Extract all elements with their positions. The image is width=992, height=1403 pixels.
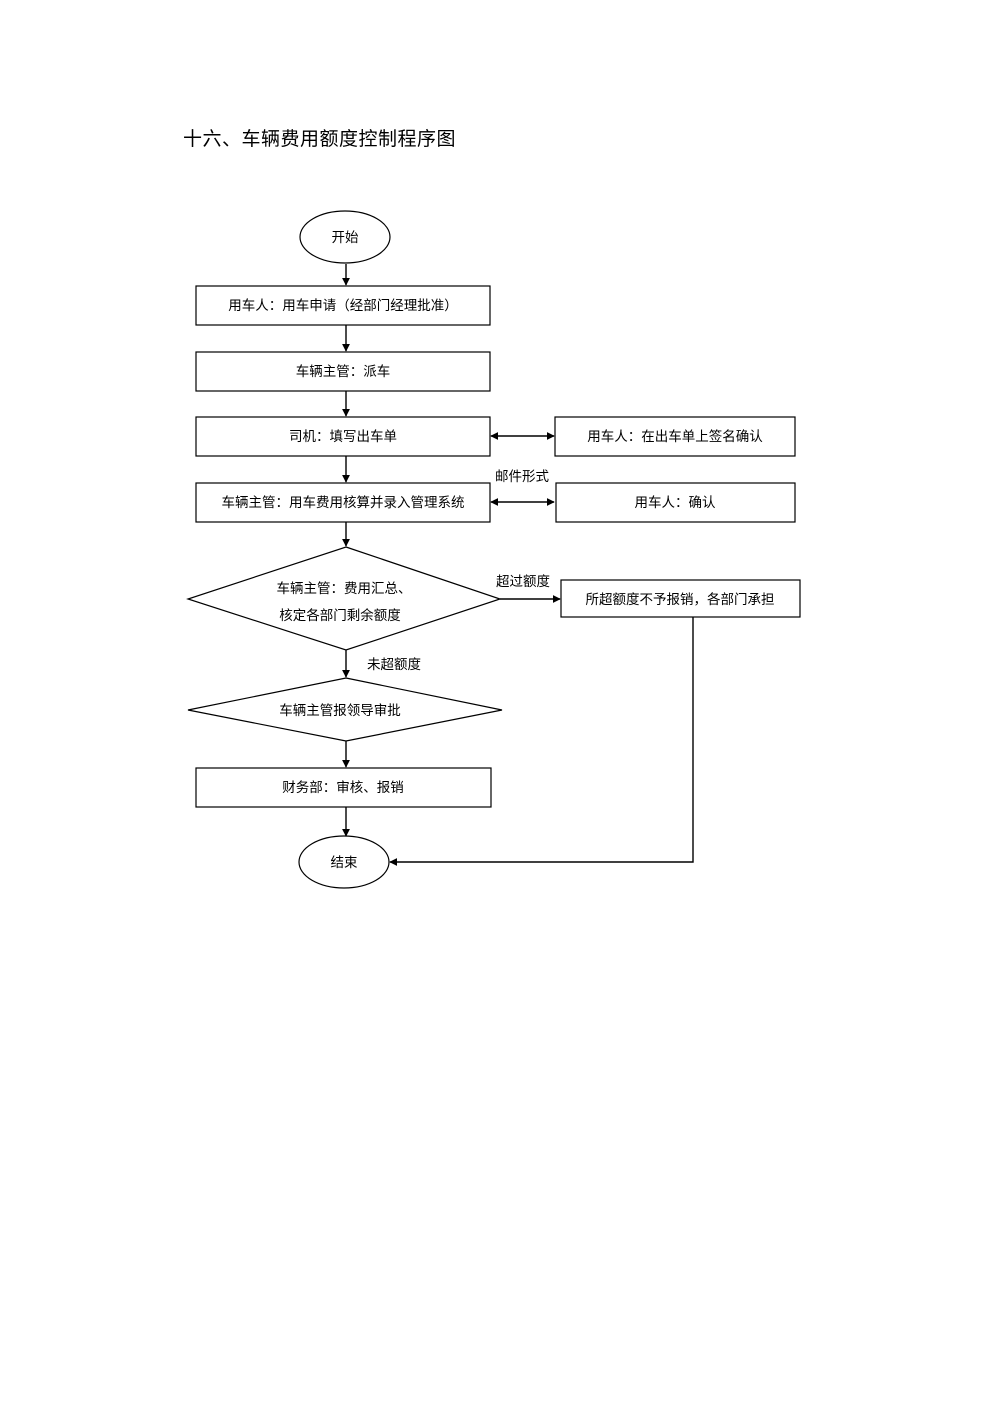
exceeded-label: 超过额度	[496, 574, 550, 590]
page-title: 十六、车辆费用额度控制程序图	[183, 128, 457, 150]
node-exceed-result: 所超额度不予报销，各部门承担	[560, 579, 801, 618]
node-driver-fill: 司机：填写出车单	[195, 416, 491, 457]
node-decision: 车辆主管：费用汇总、 核定各部门剩余额度	[186, 546, 502, 651]
connectors	[342, 264, 694, 866]
decision-diamond	[186, 546, 502, 651]
node-dispatch: 车辆主管：派车	[195, 351, 491, 392]
dispatch-box	[195, 351, 491, 392]
driver-fill-label: 司机：填写出车单	[289, 428, 397, 445]
finance-label: 财务部：审核、报销	[282, 780, 404, 796]
node-manager-calc: 车辆主管：用车费用核算并录入管理系统	[195, 482, 491, 523]
node-user-sign: 用车人：在出车单上签名确认	[554, 416, 796, 457]
node-finance: 财务部：审核、报销	[195, 767, 492, 808]
exceed-result-box	[560, 579, 801, 618]
email-form-label: 邮件形式	[495, 469, 549, 485]
apply-box	[195, 285, 491, 326]
exceed-result-label: 所超额度不予报销，各部门承担	[586, 592, 775, 608]
leader-approve-diamond	[187, 677, 503, 742]
finance-box	[195, 767, 492, 808]
manager-calc-box	[195, 482, 491, 523]
user-confirm-label: 用车人：确认	[635, 494, 716, 511]
user-sign-box	[554, 416, 796, 457]
node-end: 结束	[298, 835, 390, 889]
leader-approve-label: 车辆主管报领导审批	[279, 702, 401, 719]
node-leader-approve: 车辆主管报领导审批	[187, 677, 503, 742]
dispatch-label: 车辆主管：派车	[296, 363, 391, 380]
start-ellipse	[299, 210, 391, 264]
not-exceeded-label: 未超额度	[367, 657, 421, 673]
node-user-confirm: 用车人：确认	[555, 482, 796, 523]
decision-label-line1: 车辆主管：费用汇总、	[277, 580, 412, 597]
node-start: 开始	[299, 210, 391, 264]
end-ellipse	[298, 835, 390, 889]
apply-label: 用车人：用车申请（经部门经理批准）	[228, 297, 458, 314]
end-label: 结束	[331, 855, 358, 871]
decision-label-line2: 核定各部门剩余额度	[279, 607, 401, 624]
manager-calc-label: 车辆主管：用车费用核算并录入管理系统	[222, 494, 465, 511]
start-label: 开始	[332, 230, 359, 246]
driver-fill-box	[195, 416, 491, 457]
edge-exceed-to-end	[389, 617, 694, 866]
user-confirm-box	[555, 482, 796, 523]
node-apply: 用车人：用车申请（经部门经理批准）	[195, 285, 491, 326]
user-sign-label: 用车人：在出车单上签名确认	[587, 428, 763, 445]
